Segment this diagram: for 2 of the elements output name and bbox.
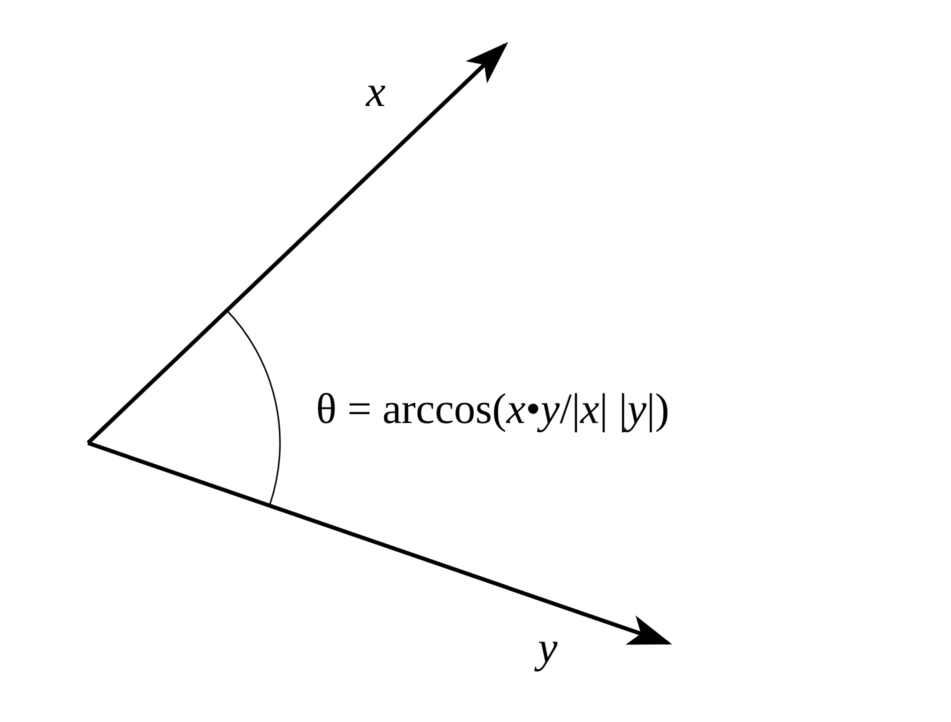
angle-formula: θ = arccos(x•y/|x| |y|) <box>316 388 670 431</box>
vector-label: x <box>366 70 386 114</box>
